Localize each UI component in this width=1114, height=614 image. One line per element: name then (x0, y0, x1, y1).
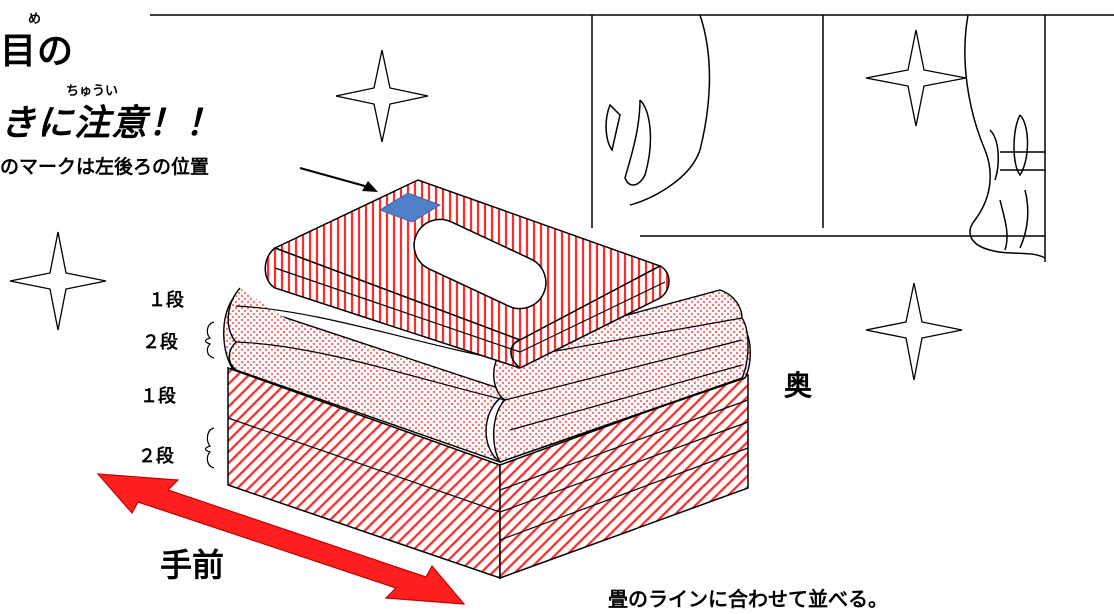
sparkle-2 (865, 29, 967, 127)
pillow (413, 218, 547, 310)
position-mark (378, 192, 442, 223)
instruction-text: 畳のラインに合わせて並べる。 (608, 587, 888, 611)
front-direction-arrow (96, 473, 466, 605)
mark-position-note: のマークは左後ろの位置 (0, 156, 210, 178)
front-label: 手前 (160, 546, 225, 584)
title-line2-ruby: ちゅうい (66, 84, 119, 99)
lower-futon-stack (227, 366, 749, 580)
back-label: 奥 (784, 369, 813, 402)
sparkles (9, 29, 967, 381)
layer-label-2-upper: ２段 (142, 332, 178, 353)
middle-futon-stack (223, 287, 751, 464)
sparkle-3 (9, 231, 107, 331)
sparkle-4 (865, 282, 963, 381)
title-line1: 目の (0, 31, 75, 72)
title-line1-ruby: め (28, 12, 42, 27)
title-line2: きに注意！！ (0, 103, 223, 144)
room-background (150, 14, 1114, 262)
top-futon-side (510, 265, 670, 369)
mark-pointer-arrow (299, 167, 378, 192)
sparkle-1 (335, 49, 429, 143)
layer-label-1-lower: １段 (140, 386, 176, 407)
layer-label-1-upper: １段 (148, 290, 184, 311)
top-futon (264, 179, 670, 369)
layer-braces (204, 321, 215, 469)
layer-label-2-lower: ２段 (138, 446, 174, 467)
